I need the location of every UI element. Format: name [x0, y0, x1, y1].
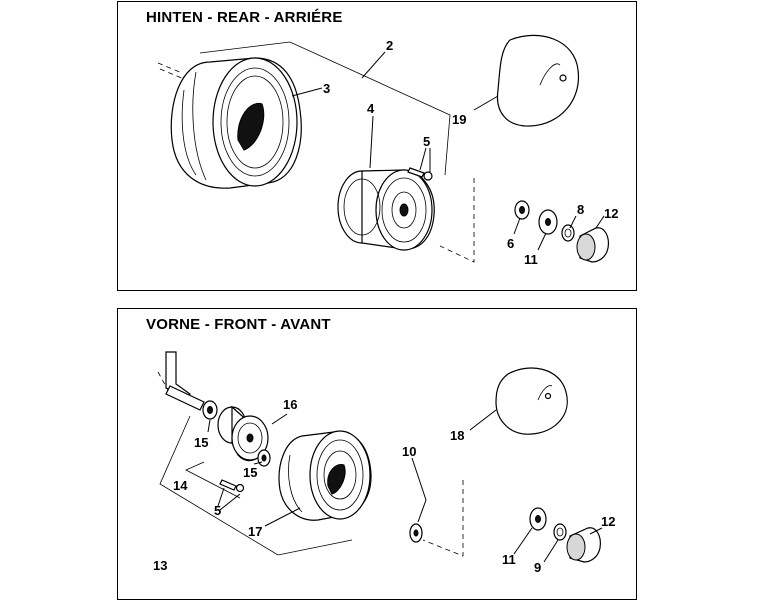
rear-hub-cap	[576, 227, 609, 263]
front-sub-bracket	[185, 461, 241, 499]
rear-spacer	[538, 209, 558, 235]
callout-rear-8: 8	[577, 202, 584, 217]
callout-rear-3: 3	[323, 81, 330, 96]
front-rim	[217, 405, 269, 462]
callout-front-15b: 15	[243, 465, 257, 480]
front-leaders	[207, 409, 603, 563]
callout-rear-6: 6	[507, 236, 514, 251]
rear-rim	[337, 169, 435, 251]
callout-front-5: 5	[214, 503, 221, 518]
front-hub-cap	[566, 527, 601, 563]
front-explode-guide	[422, 480, 464, 557]
callout-rear-4: 4	[367, 101, 375, 116]
front-spindle	[157, 351, 205, 411]
rear-panel-title: HINTEN - REAR - ARRIÉRE	[146, 9, 343, 26]
rear-tire	[170, 57, 302, 189]
front-tire	[278, 430, 372, 521]
callout-front-16: 16	[283, 397, 297, 412]
callout-front-10: 10	[402, 444, 416, 459]
rear-washer	[514, 200, 530, 220]
rear-axle-hint	[157, 62, 185, 80]
callout-front-12: 12	[601, 514, 615, 529]
callout-front-13: 13	[153, 558, 167, 573]
callout-front-17: 17	[248, 524, 262, 539]
callout-front-14: 14	[173, 478, 188, 493]
front-bearing-right	[257, 449, 271, 467]
front-bolt	[219, 479, 245, 493]
callout-front-11: 11	[502, 552, 516, 567]
rear-leaders	[291, 51, 605, 251]
front-washer	[409, 523, 423, 543]
callout-rear-5: 5	[423, 134, 430, 149]
rear-inner-tube	[496, 34, 580, 127]
rear-assembly-bracket	[199, 41, 451, 176]
front-spacer	[529, 507, 547, 531]
front-assembly-bracket	[159, 415, 353, 556]
rear-explode-guide	[439, 178, 475, 263]
callout-front-9: 9	[534, 560, 541, 575]
callout-rear-2: 2	[386, 38, 393, 53]
callout-rear-11: 11	[524, 252, 538, 267]
front-panel-title: VORNE - FRONT - AVANT	[146, 316, 331, 333]
rear-bolts	[407, 167, 433, 181]
callout-front-15a: 15	[194, 435, 208, 450]
front-clip	[553, 523, 567, 541]
callout-rear-12: 12	[604, 206, 618, 221]
front-bearing-left	[202, 400, 218, 420]
rear-clip	[561, 224, 575, 242]
callout-rear-19: 19	[452, 112, 466, 127]
front-inner-tube	[495, 367, 568, 435]
callout-front-18: 18	[450, 428, 464, 443]
